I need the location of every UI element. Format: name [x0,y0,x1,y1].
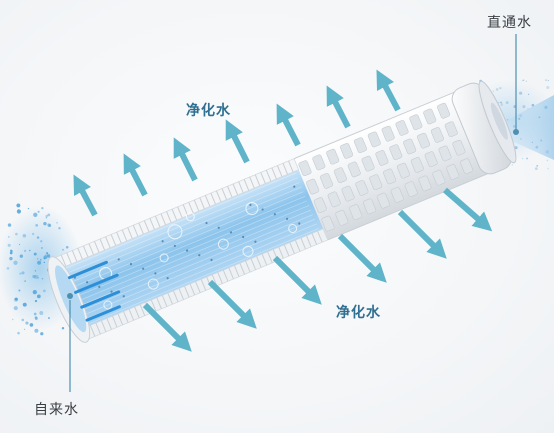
flow-arrow [272,255,322,305]
tap-water-label: 自来水 [34,402,79,418]
flow-arrow [142,302,192,352]
flow-arrow [376,69,401,112]
flow-arrow [443,187,493,232]
bypass-water-jet [498,95,554,160]
flow-arrow [326,85,351,129]
flow-arrow [173,137,198,182]
purified-water-label-bottom: 净化水 [336,305,381,321]
membrane-pleats-top [55,160,294,269]
flow-arrow [207,279,257,329]
flow-arrow [276,103,301,147]
flow-arrow [73,174,98,217]
purified-water-arrows [73,69,493,352]
cage-slots [298,102,474,232]
purified-water-label-top: 净化水 [186,103,231,119]
flow-arrow [123,153,148,197]
inflow-streams [67,260,121,322]
bypass-water-label: 直通水 [487,15,532,31]
flow-arrow [337,233,387,283]
flow-arrow [225,119,250,164]
membrane-bubbles [99,202,298,310]
flow-arrow [397,209,447,259]
filter-cartridge [47,80,517,343]
